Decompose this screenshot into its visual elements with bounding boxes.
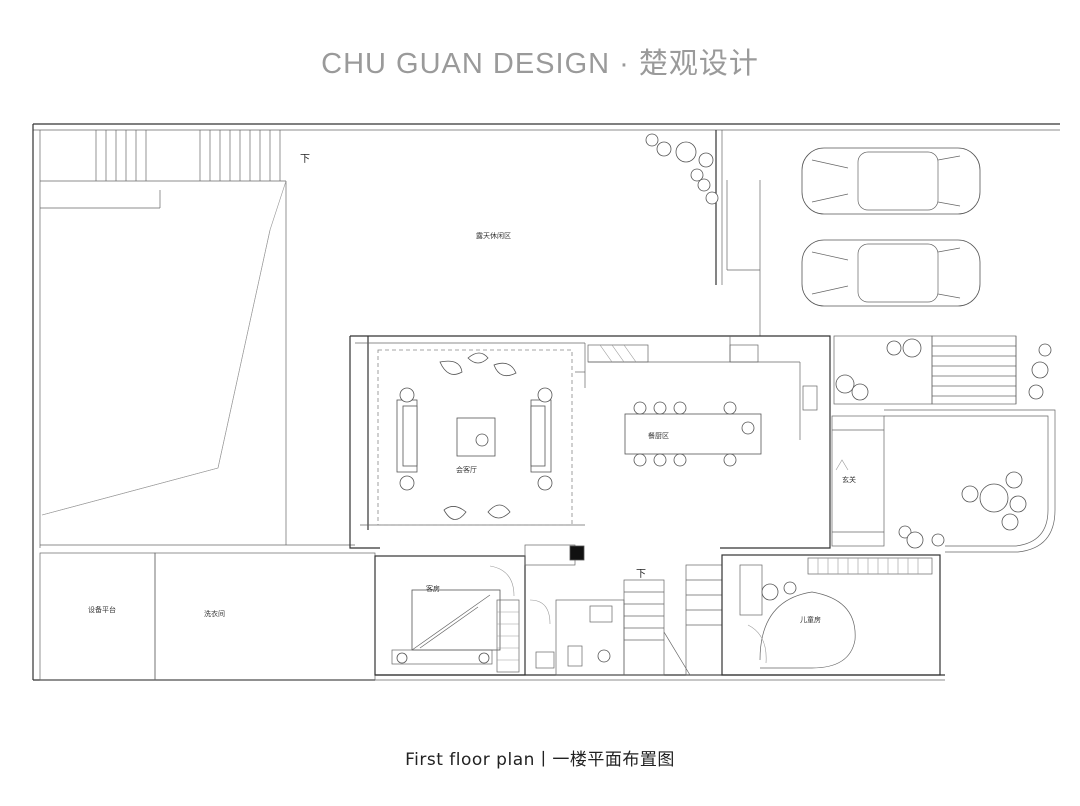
entrance: 玄关: [831, 415, 885, 547]
label-dining: 餐厨区: [648, 431, 669, 440]
label-living-room: 会客厅: [456, 465, 477, 474]
car-top: [801, 147, 981, 215]
label-terrace: 露天休闲区: [476, 231, 511, 240]
header-title: CHU GUAN DESIGN · 楚观设计: [321, 48, 759, 80]
label-laundry: 洗衣间: [204, 609, 225, 618]
left-yard: 下: [40, 130, 355, 546]
bedroom: 客房: [374, 555, 526, 676]
dining-area: 餐厨区: [624, 401, 762, 467]
plants: [645, 133, 1052, 549]
label-bedroom: 客房: [426, 584, 440, 593]
label-equipment-platform: 设备平台: [88, 605, 116, 614]
house-walls: [349, 335, 831, 549]
utility-rooms: 设备平台 洗衣间: [39, 552, 376, 681]
car-bottom: [801, 239, 981, 307]
living-room: 会客厅: [377, 349, 573, 526]
footer-caption: First floor plan丨一楼平面布置图: [405, 750, 675, 770]
stair-steps-top-left: [95, 130, 281, 181]
parked-cars: [801, 147, 981, 307]
down-arrow-label-stair: 下: [636, 569, 646, 580]
kitchen-counter: [587, 344, 818, 411]
label-kids-room: 儿童房: [800, 615, 821, 624]
label-entrance: 玄关: [842, 475, 856, 484]
bathroom-stair-core: 下: [524, 544, 723, 676]
terrace-area: 露天休闲区: [476, 130, 761, 336]
down-arrow-label-top: 下: [300, 154, 310, 165]
kids-room: 儿童房: [721, 554, 941, 676]
right-courtyard: [833, 335, 1056, 553]
